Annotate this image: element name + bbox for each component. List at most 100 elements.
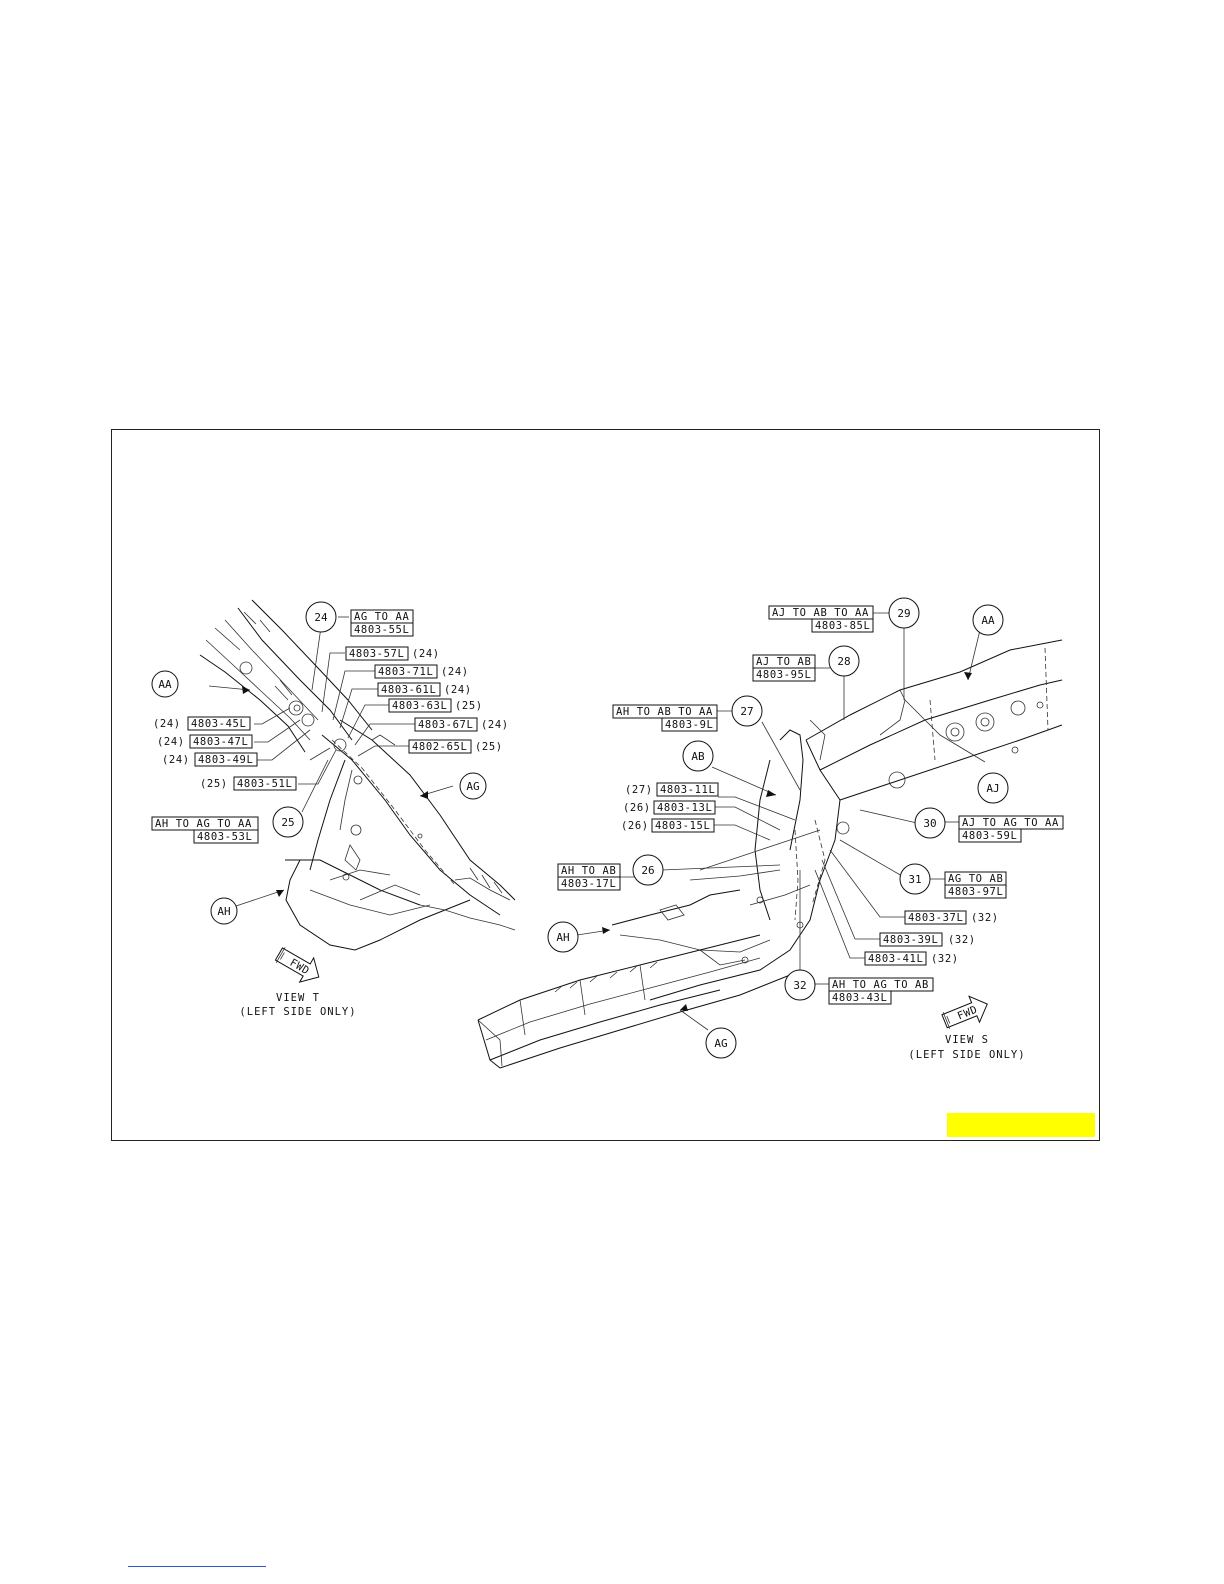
label-4803-15l: (26) 4803-15L bbox=[621, 818, 715, 833]
svg-text:AH TO AG TO AA: AH TO AG TO AA bbox=[155, 818, 252, 830]
svg-text:AJ TO AB TO AA: AJ TO AB TO AA bbox=[772, 607, 869, 619]
svg-text:AB: AB bbox=[691, 750, 705, 763]
footer-link-underline bbox=[128, 1566, 266, 1567]
svg-text:4803-71L: 4803-71L bbox=[378, 666, 433, 678]
weld-callout-27: 27 bbox=[731, 695, 763, 727]
svg-text:4803-51L: 4803-51L bbox=[237, 778, 292, 790]
svg-text:(32): (32) bbox=[971, 912, 999, 924]
label-ah-to-ab: AH TO AB 4803-17L bbox=[557, 863, 621, 891]
diagram-frame bbox=[111, 429, 1100, 1141]
svg-text:(24): (24) bbox=[157, 736, 185, 748]
view-s-drawing bbox=[477, 612, 1063, 1069]
view-t-subcaption: (LEFT SIDE ONLY) bbox=[239, 1006, 356, 1018]
svg-text:AG: AG bbox=[466, 780, 479, 793]
svg-text:AA: AA bbox=[981, 614, 995, 627]
svg-text:(24): (24) bbox=[162, 754, 190, 766]
label-4803-47l: (24) 4803-47L bbox=[157, 734, 253, 749]
view-s-caption: VIEW S bbox=[945, 1034, 989, 1046]
svg-text:(32): (32) bbox=[948, 934, 976, 946]
svg-text:4803-59L: 4803-59L bbox=[962, 830, 1017, 842]
weld-callout-26: 26 bbox=[632, 854, 664, 886]
svg-text:4803-67L: 4803-67L bbox=[418, 719, 473, 731]
label-4803-11l: (27) 4803-11L bbox=[625, 782, 719, 797]
svg-text:4803-55L: 4803-55L bbox=[354, 624, 409, 636]
weld-callout-30: 30 bbox=[914, 807, 946, 839]
view-t-caption: VIEW T bbox=[276, 992, 320, 1004]
svg-text:30: 30 bbox=[923, 817, 936, 830]
svg-text:26: 26 bbox=[641, 864, 654, 877]
label-ah-to-ag-to-ab: AH TO AG TO AB 4803-43L bbox=[828, 977, 934, 1005]
svg-text:4803-39L: 4803-39L bbox=[883, 934, 938, 946]
svg-text:(26): (26) bbox=[623, 802, 651, 814]
svg-text:4803-41L: 4803-41L bbox=[868, 953, 923, 965]
label-4803-41l: 4803-41L (32) bbox=[864, 951, 959, 966]
svg-text:4803-11L: 4803-11L bbox=[660, 784, 715, 796]
svg-text:AJ TO AG TO AA: AJ TO AG TO AA bbox=[962, 817, 1059, 829]
svg-text:AH: AH bbox=[556, 931, 569, 944]
weld-callout-24: 24 bbox=[305, 601, 337, 633]
part-callout-ah: AH bbox=[210, 897, 238, 925]
svg-text:(25): (25) bbox=[475, 741, 503, 753]
svg-text:(24): (24) bbox=[412, 648, 440, 660]
svg-text:AH: AH bbox=[217, 905, 230, 918]
label-4802-65l: 4802-65L (25) bbox=[408, 739, 503, 754]
svg-text:AG: AG bbox=[714, 1037, 727, 1050]
weld-callout-25: 25 bbox=[272, 806, 304, 838]
svg-text:(24): (24) bbox=[441, 666, 469, 678]
label-ag-to-ab: AG TO AB 4803-97L bbox=[944, 871, 1007, 899]
part-callout-aa: AA bbox=[151, 670, 179, 698]
svg-text:AH TO AB: AH TO AB bbox=[561, 865, 616, 877]
svg-text:31: 31 bbox=[908, 873, 921, 886]
label-4803-39l: 4803-39L (32) bbox=[879, 932, 976, 947]
label-aj-to-ab: AJ TO AB 4803-95L bbox=[752, 654, 816, 682]
svg-text:4803-85L: 4803-85L bbox=[815, 620, 870, 632]
svg-text:4803-53L: 4803-53L bbox=[197, 831, 252, 843]
fwd-arrow-icon: FWD bbox=[941, 995, 988, 1029]
svg-text:4803-15L: 4803-15L bbox=[655, 820, 710, 832]
svg-text:4803-17L: 4803-17L bbox=[561, 878, 616, 890]
svg-text:4803-13L: 4803-13L bbox=[657, 802, 712, 814]
svg-text:4803-97L: 4803-97L bbox=[948, 886, 1003, 898]
svg-text:4803-95L: 4803-95L bbox=[756, 669, 811, 681]
svg-text:AH TO AG TO AB: AH TO AG TO AB bbox=[832, 979, 929, 991]
svg-text:29: 29 bbox=[897, 607, 910, 620]
label-aj-to-ag-to-aa: AJ TO AG TO AA 4803-59L bbox=[958, 815, 1064, 843]
label-4803-57l: 4803-57L (24) bbox=[345, 646, 440, 661]
svg-text:(24): (24) bbox=[444, 684, 472, 696]
label-ag-to-aa: AG TO AA 4803-55L bbox=[350, 609, 414, 637]
svg-text:4803-43L: 4803-43L bbox=[832, 992, 887, 1004]
svg-text:4803-47L: 4803-47L bbox=[193, 736, 248, 748]
fwd-arrow-icon: FWD bbox=[274, 947, 320, 983]
svg-text:AG TO AA: AG TO AA bbox=[354, 611, 409, 623]
view-s-subcaption: (LEFT SIDE ONLY) bbox=[908, 1049, 1025, 1061]
label-4803-61l: 4803-61L (24) bbox=[377, 682, 472, 697]
svg-text:AA: AA bbox=[158, 678, 172, 691]
svg-text:(25): (25) bbox=[455, 700, 483, 712]
svg-text:(24): (24) bbox=[153, 718, 181, 730]
svg-text:AJ: AJ bbox=[986, 782, 999, 795]
part-callout-ab: AB bbox=[682, 740, 714, 772]
part-callout-ah-s: AH bbox=[547, 921, 579, 953]
label-4803-37l: 4803-37L (32) bbox=[904, 910, 999, 925]
highlight-marker bbox=[947, 1113, 1095, 1137]
svg-text:AJ TO AB: AJ TO AB bbox=[756, 656, 811, 668]
svg-text:AG TO AB: AG TO AB bbox=[948, 873, 1003, 885]
label-aj-to-ab-to-aa: AJ TO AB TO AA 4803-85L bbox=[768, 605, 874, 633]
label-4803-51l: (25) 4803-51L bbox=[200, 776, 297, 791]
svg-text:(32): (32) bbox=[931, 953, 959, 965]
label-ah-to-ag-to-aa: AH TO AG TO AA 4803-53L bbox=[151, 816, 259, 844]
part-callout-aa-s: AA bbox=[972, 604, 1004, 636]
label-4803-45l: (24) 4803-45L bbox=[153, 716, 251, 731]
svg-text:4803-45L: 4803-45L bbox=[191, 718, 246, 730]
part-callout-aj: AJ bbox=[977, 772, 1009, 804]
svg-text:(26): (26) bbox=[621, 820, 649, 832]
label-ah-to-ab-to-aa: AH TO AB TO AA 4803-9L bbox=[612, 704, 718, 732]
weld-callout-28: 28 bbox=[828, 645, 860, 677]
svg-text:4803-49L: 4803-49L bbox=[198, 754, 253, 766]
part-callout-ag-s: AG bbox=[705, 1027, 737, 1059]
svg-text:28: 28 bbox=[837, 655, 850, 668]
svg-text:4803-61L: 4803-61L bbox=[381, 684, 436, 696]
svg-text:32: 32 bbox=[793, 979, 806, 992]
view-t-drawing bbox=[199, 599, 516, 951]
svg-text:4803-9L: 4803-9L bbox=[665, 719, 713, 731]
